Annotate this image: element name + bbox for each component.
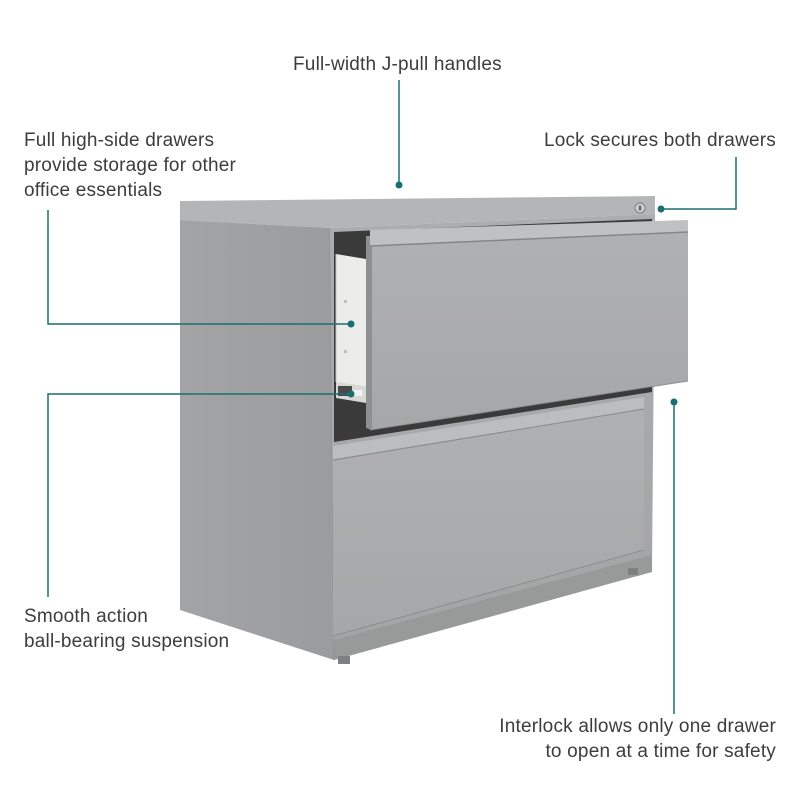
bottom-drawer-front bbox=[333, 405, 644, 636]
handles-callout-dot bbox=[395, 181, 403, 189]
drawers-callout-line-3: office essentials bbox=[24, 180, 163, 201]
drawers-callout-dot bbox=[347, 320, 355, 328]
interlock-callout-dot bbox=[670, 398, 678, 406]
interlock-callout: Interlock allows only one drawer to open… bbox=[499, 714, 776, 764]
drawers-callout-line bbox=[47, 210, 349, 325]
handles-callout-text: Full-width J-pull handles bbox=[293, 54, 502, 75]
interlock-callout-line-1: Interlock allows only one drawer bbox=[499, 716, 776, 737]
bottom-drawer-handle bbox=[333, 397, 644, 460]
file-cabinet bbox=[180, 196, 689, 664]
interlock-callout-line-2: to open at a time for safety bbox=[545, 741, 776, 762]
suspension-callout: Smooth action ball-bearing suspension bbox=[24, 604, 229, 654]
cabinet-top bbox=[180, 196, 655, 228]
drawers-callout-line-1: Full high-side drawers bbox=[24, 130, 215, 151]
cabinet-side-panel bbox=[180, 220, 334, 660]
top-drawer-j-pull-handle bbox=[370, 220, 688, 246]
callout-dots bbox=[347, 181, 678, 406]
cabinet-foot bbox=[338, 656, 350, 664]
suspension-callout-line-1: Smooth action bbox=[24, 606, 149, 627]
suspension-callout-dot bbox=[347, 390, 355, 398]
cabinet-base bbox=[334, 555, 652, 660]
lock-icon bbox=[634, 202, 646, 214]
top-drawer-front bbox=[370, 226, 688, 430]
cabinet-foot bbox=[628, 568, 638, 575]
lock-callout-line bbox=[663, 157, 737, 210]
drawers-callout: Full high-side drawers provide storage f… bbox=[24, 128, 236, 203]
suspension-callout-line bbox=[47, 393, 349, 597]
drawers-callout-line-2: provide storage for other bbox=[24, 155, 237, 176]
lock-callout: Lock secures both drawers bbox=[544, 128, 776, 153]
suspension-callout-line-2: ball-bearing suspension bbox=[24, 631, 230, 652]
lock-callout-dot bbox=[657, 205, 665, 213]
handles-callout: Full-width J-pull handles bbox=[293, 52, 502, 77]
callout-lines bbox=[47, 80, 737, 714]
lock-callout-text: Lock secures both drawers bbox=[543, 130, 776, 151]
